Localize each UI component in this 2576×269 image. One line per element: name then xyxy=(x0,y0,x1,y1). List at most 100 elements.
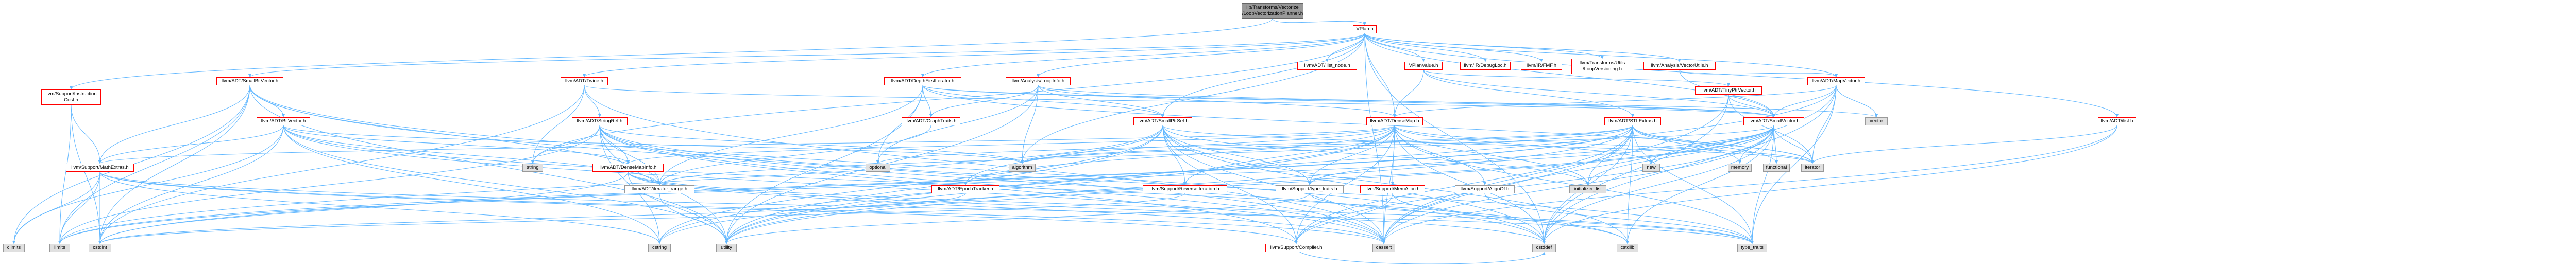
node-vplan[interactable]: VPlan.h xyxy=(1353,25,1377,33)
edge-densemap-to-s_new xyxy=(1394,125,1653,164)
node-label-line: climits xyxy=(7,245,21,250)
node-align-of[interactable]: llvm/Support/AlignOf.h xyxy=(1455,185,1515,193)
node-sys-functional[interactable]: functional xyxy=(1763,164,1790,172)
edge-vplanvalue-to-tinyptrvector xyxy=(1423,69,1730,87)
node-map-vector[interactable]: llvm/ADT/MapVector.h xyxy=(1807,77,1865,85)
node-compiler[interactable]: llvm/Support/Compiler.h xyxy=(1265,244,1327,252)
node-small-ptr-set[interactable]: llvm/ADT/SmallPtrSet.h xyxy=(1133,117,1192,125)
edge-alignof-to-s_type_traits xyxy=(1484,193,1754,244)
node-sys-new[interactable]: new xyxy=(1642,164,1660,172)
edge-twine-to-s_string xyxy=(531,85,585,164)
edge-twine-to-s_cstdint xyxy=(98,85,585,244)
node-label-line: llvm/ADT/MapVector.h xyxy=(1812,78,1860,84)
edge-smallptrset-to-typetraits xyxy=(1162,125,1311,186)
node-label-line: llvm/Support/ReverseIteration.h xyxy=(1150,186,1219,192)
node-label-line: llvm/Transforms/Utils xyxy=(1579,60,1625,66)
edge-list-to-s_cassert xyxy=(1382,125,2117,244)
node-sys-climits[interactable]: climits xyxy=(3,244,25,252)
node-sys-cstdint[interactable]: cstdint xyxy=(89,244,111,252)
edge-densemap-to-s_algorithm xyxy=(1021,125,1395,164)
node-ilist[interactable]: llvm/ADT/ilist.h xyxy=(2098,117,2136,125)
node-mem-alloc[interactable]: llvm/Support/MemAlloc.h xyxy=(1360,185,1425,193)
node-sys-cassert[interactable]: cassert xyxy=(1372,244,1395,252)
node-sys-cstddef[interactable]: cstddef xyxy=(1532,244,1556,252)
node-label-line: VPlanValue.h xyxy=(1409,63,1438,68)
node-dense-map[interactable]: llvm/ADT/DenseMap.h xyxy=(1366,117,1423,125)
node-graph-traits[interactable]: llvm/ADT/GraphTraits.h xyxy=(902,117,960,125)
node-label-line: llvm/ADT/SmallPtrSet.h xyxy=(1137,118,1189,124)
edge-bitvector-to-densemapinfo xyxy=(283,125,630,164)
node-tiny-ptr-vector[interactable]: llvm/ADT/TinyPtrVector.h xyxy=(1695,86,1762,95)
node-ilist-node[interactable]: llvm/ADT/ilist_node.h xyxy=(1297,62,1357,70)
node-stl-extras[interactable]: llvm/ADT/STLExtras.h xyxy=(1604,117,1661,125)
edge-densemap-to-s_cassert xyxy=(1382,125,1395,244)
node-twine[interactable]: llvm/ADT/Twine.h xyxy=(561,77,608,85)
node-sys-cstdlib[interactable]: cstdlib xyxy=(1617,244,1638,252)
edge-stlextras-to-s_cassert xyxy=(1382,125,1633,244)
edge-vplanvalue-to-smallvector xyxy=(1423,69,1775,118)
node-reverse-iteration[interactable]: llvm/Support/ReverseIteration.h xyxy=(1143,185,1227,193)
node-label-line: llvm/ADT/SmallBitVector.h xyxy=(221,78,279,84)
node-fmf[interactable]: llvm/IR/FMF.h xyxy=(1521,62,1562,70)
node-sys-utility[interactable]: utility xyxy=(716,244,737,252)
node-sys-vector[interactable]: vector xyxy=(1865,117,1888,125)
edge-stlextras-to-s_utility xyxy=(725,125,1633,244)
edge-compiler-to-s_cstddef xyxy=(1296,247,1546,264)
node-root[interactable]: lib/Transforms/Vectorize/LoopVectorizati… xyxy=(1242,3,1303,19)
node-dense-map-info[interactable]: llvm/ADT/DenseMapInfo.h xyxy=(592,164,664,172)
node-label-line: vector xyxy=(1870,118,1883,124)
node-sys-optional[interactable]: optional xyxy=(866,164,890,172)
edge-stringref-to-s_cstring xyxy=(599,125,661,244)
edge-dfiterator-to-smallvector xyxy=(922,85,1775,118)
node-bit-vector[interactable]: llvm/ADT/BitVector.h xyxy=(257,117,310,125)
edge-instcost-to-mathextras xyxy=(71,104,101,164)
node-sys-limits[interactable]: limits xyxy=(49,244,70,252)
node-iterator-range[interactable]: llvm/ADT/iterator_range.h xyxy=(624,185,694,193)
node-sys-algorithm[interactable]: algorithm xyxy=(1009,164,1036,172)
node-vplan-value[interactable]: VPlanValue.h xyxy=(1404,62,1443,70)
node-depth-first-iterator[interactable]: llvm/ADT/DepthFirstIterator.h xyxy=(884,77,961,85)
edge-densemapinfo-to-s_type_traits xyxy=(628,171,1754,244)
edge-loopinfo-to-densemap xyxy=(1038,85,1396,118)
node-debug-loc[interactable]: llvm/IR/DebugLoc.h xyxy=(1460,62,1511,70)
edge-smallptrset-to-s_cstdlib xyxy=(1162,125,1629,244)
node-string-ref[interactable]: llvm/ADT/StringRef.h xyxy=(572,117,628,125)
node-sys-string[interactable]: string xyxy=(522,164,543,172)
node-label-line: memory xyxy=(1731,165,1749,170)
edge-bitvector-to-s_algorithm xyxy=(283,125,1024,164)
node-sys-memory[interactable]: memory xyxy=(1728,164,1752,172)
node-label-line: llvm/Support/Compiler.h xyxy=(1270,245,1323,250)
node-loop-info[interactable]: llvm/Analysis/LoopInfo.h xyxy=(1006,77,1071,85)
node-type-traits-support[interactable]: llvm/Support/type_traits.h xyxy=(1276,185,1344,193)
edge-densemap-to-compiler xyxy=(1295,125,1395,244)
edge-mathextras-to-s_limits xyxy=(58,171,100,244)
edge-stlextras-to-s_limits xyxy=(58,125,1633,244)
node-label-line: lib/Transforms/Vectorize xyxy=(1246,5,1299,10)
node-label-line: llvm/Support/MathExtras.h xyxy=(71,165,129,170)
edge-densemap-to-reverseiteration xyxy=(1183,125,1395,186)
edge-smallvector-to-compiler xyxy=(1295,125,1774,244)
edge-mapvector-to-smallvector xyxy=(1772,85,1837,118)
node-epoch-tracker[interactable]: llvm/ADT/EpochTracker.h xyxy=(931,185,999,193)
node-sys-type-traits[interactable]: type_traits xyxy=(1737,244,1767,252)
edge-stlextras-to-s_cstdint xyxy=(98,125,1633,244)
node-label-line: llvm/ADT/DepthFirstIterator.h xyxy=(891,78,955,84)
edge-mathextras-to-s_cstring xyxy=(99,171,661,244)
node-label-line: limits xyxy=(54,245,65,250)
node-sys-iterator[interactable]: iterator xyxy=(1801,164,1824,172)
node-loop-versioning[interactable]: llvm/Transforms/Utils/LoopVersioning.h xyxy=(1571,59,1633,74)
edge-instcost-to-s_limits xyxy=(58,104,72,244)
node-small-bit-vector[interactable]: llvm/ADT/SmallBitVector.h xyxy=(216,77,283,85)
node-vector-utils[interactable]: llvm/Analysis/VectorUtils.h xyxy=(1643,62,1716,70)
node-label-line: llvm/ADT/iterator_range.h xyxy=(631,186,688,192)
node-label-line: /LoopVectorizationPlanner.h xyxy=(1242,11,1303,16)
node-small-vector[interactable]: llvm/ADT/SmallVector.h xyxy=(1743,117,1804,125)
node-label-line: Cost.h xyxy=(64,97,78,103)
edge-loopinfo-to-graphtraits xyxy=(929,85,1039,118)
node-math-extras[interactable]: llvm/Support/MathExtras.h xyxy=(66,164,134,172)
edge-tinyptrvector-to-s_iterator xyxy=(1728,94,1814,164)
node-sys-initializer-list[interactable]: initializer_list xyxy=(1569,185,1606,193)
node-sys-cstring[interactable]: cstring xyxy=(648,244,671,252)
